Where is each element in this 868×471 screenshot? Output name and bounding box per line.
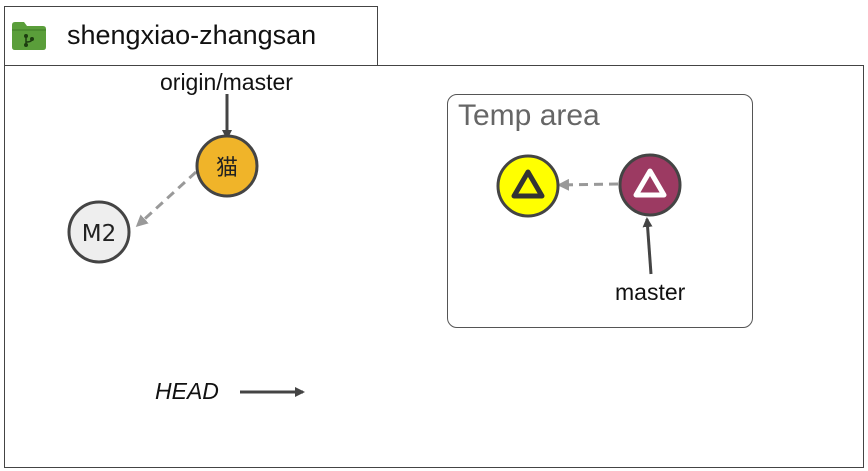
repo-tab[interactable]: shengxiao-zhangsan (4, 6, 378, 66)
ref-label-head: HEAD (155, 378, 219, 404)
parent-link-cat-m2 (135, 170, 198, 228)
temp-area: Temp area (447, 94, 753, 328)
commit-node-m2[interactable]: M2 (67, 200, 131, 264)
triangle-icon (511, 169, 545, 199)
ref-label-master: master (615, 279, 686, 305)
commit-node-temp-purple[interactable] (618, 153, 682, 217)
commit-node-temp-yellow[interactable] (496, 154, 560, 218)
git-folder-icon (11, 21, 47, 56)
commit-label-m2: M2 (82, 221, 116, 247)
graph-canvas (4, 65, 864, 468)
triangle-icon (633, 168, 667, 198)
commit-label-cat: 猫 (216, 156, 238, 181)
repo-name: shengxiao-zhangsan (67, 20, 317, 50)
master-arrow (642, 217, 653, 275)
ref-label-origin-master: origin/master (160, 69, 293, 95)
parent-link-temp (557, 178, 619, 191)
commit-node-cat[interactable]: 猫 (195, 134, 259, 198)
temp-area-title: Temp area (458, 99, 600, 132)
